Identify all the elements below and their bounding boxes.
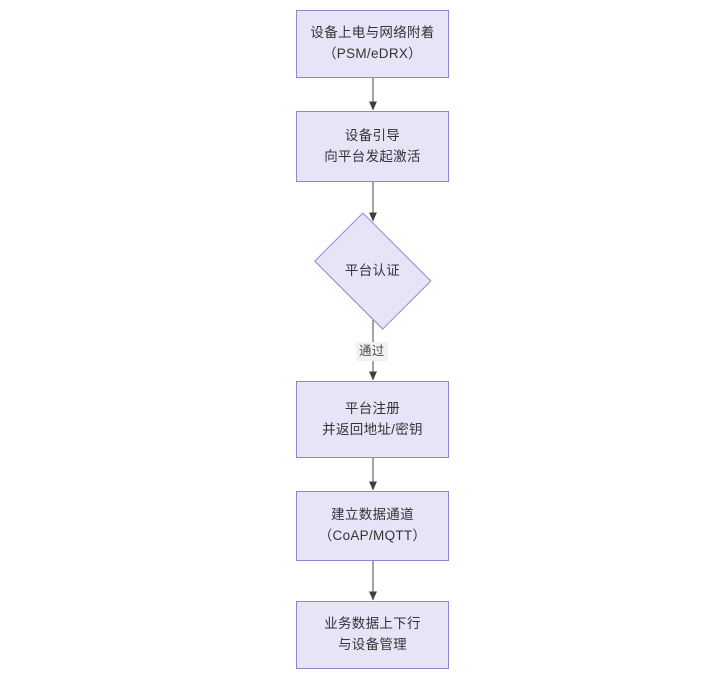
- edge-label-pass: 通过: [356, 342, 388, 361]
- node-label: 业务数据上下行 与设备管理: [324, 616, 421, 652]
- node-label: 平台认证: [344, 262, 401, 278]
- node-label: 设备引导 向平台发起激活: [324, 127, 421, 164]
- node-platform-registration[interactable]: 平台注册 并返回地址/密钥: [296, 381, 449, 458]
- node-label: 建立数据通道 （CoAP/MQTT）: [318, 507, 427, 543]
- node-establish-data-channel[interactable]: 建立数据通道 （CoAP/MQTT）: [296, 491, 449, 561]
- node-device-power-on[interactable]: 设备上电与网络附着 （PSM/eDRX）: [296, 10, 449, 78]
- node-label: 设备上电与网络附着 （PSM/eDRX）: [310, 25, 435, 61]
- node-platform-authentication[interactable]: 平台认证: [303, 212, 442, 330]
- node-business-data-and-device-management[interactable]: 业务数据上下行 与设备管理: [296, 601, 449, 669]
- node-label: 平台注册 并返回地址/密钥: [322, 400, 423, 437]
- node-device-bootstrap[interactable]: 设备引导 向平台发起激活: [296, 111, 449, 182]
